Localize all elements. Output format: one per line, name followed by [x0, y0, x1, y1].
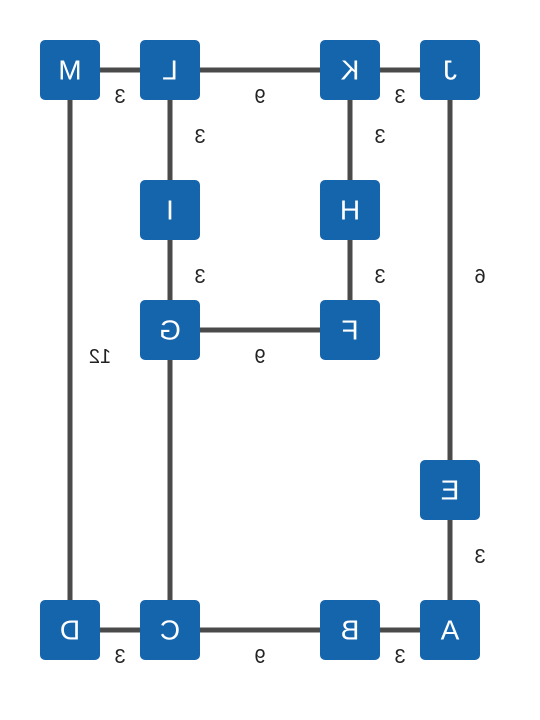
edge-label-M-L: 3	[114, 86, 125, 108]
node-M: M	[40, 40, 100, 100]
edge-label-M-D: 12	[89, 346, 111, 368]
edge-label-K-J: 3	[394, 86, 405, 108]
node-label-A: A	[440, 615, 459, 646]
edge-label-H-F: 3	[374, 266, 385, 288]
node-box-B	[320, 600, 380, 660]
edge-label-J-E: 6	[474, 266, 485, 288]
node-I: I	[140, 180, 200, 240]
node-box-G	[140, 300, 200, 360]
node-K: K	[320, 40, 380, 100]
node-J: J	[420, 40, 480, 100]
node-box-L	[140, 40, 200, 100]
edge-label-B-A: 3	[394, 646, 405, 668]
node-box-H	[320, 180, 380, 240]
node-label-B: B	[341, 615, 360, 646]
node-box-F	[320, 300, 380, 360]
node-label-F: F	[341, 315, 358, 346]
edge-label-D-C: 3	[114, 646, 125, 668]
node-label-D: D	[60, 615, 80, 646]
node-G: G	[140, 300, 200, 360]
node-D: D	[40, 600, 100, 660]
nodes-layer: M L K J I H G F E D C B A	[40, 40, 480, 660]
node-E: E	[420, 460, 480, 520]
node-box-E	[420, 460, 480, 520]
edge-label-L-K: 9	[254, 86, 265, 108]
node-box-K	[320, 40, 380, 100]
node-label-I: I	[166, 195, 174, 226]
node-box-I	[140, 180, 200, 240]
node-box-A	[420, 600, 480, 660]
edge-label-L-I: 3	[194, 126, 205, 148]
node-label-G: G	[159, 315, 181, 346]
node-L: L	[140, 40, 200, 100]
node-label-C: C	[160, 615, 180, 646]
node-label-M: M	[58, 55, 81, 86]
node-A: A	[420, 600, 480, 660]
node-H: H	[320, 180, 380, 240]
node-label-H: H	[340, 195, 360, 226]
node-box-M	[40, 40, 100, 100]
node-box-C	[140, 600, 200, 660]
node-box-J	[420, 40, 480, 100]
edge-label-E-A: 3	[474, 546, 485, 568]
node-B: B	[320, 600, 380, 660]
node-C: C	[140, 600, 200, 660]
node-label-L: L	[162, 55, 178, 86]
node-label-E: E	[441, 475, 460, 506]
edge-label-K-H: 3	[374, 126, 385, 148]
node-label-K: K	[340, 55, 359, 86]
node-label-J: J	[443, 55, 457, 86]
node-box-D	[40, 600, 100, 660]
edge-label-G-F: 9	[254, 346, 265, 368]
edge-label-I-G: 3	[194, 266, 205, 288]
edge-label-C-B: 9	[254, 646, 265, 668]
node-F: F	[320, 300, 380, 360]
